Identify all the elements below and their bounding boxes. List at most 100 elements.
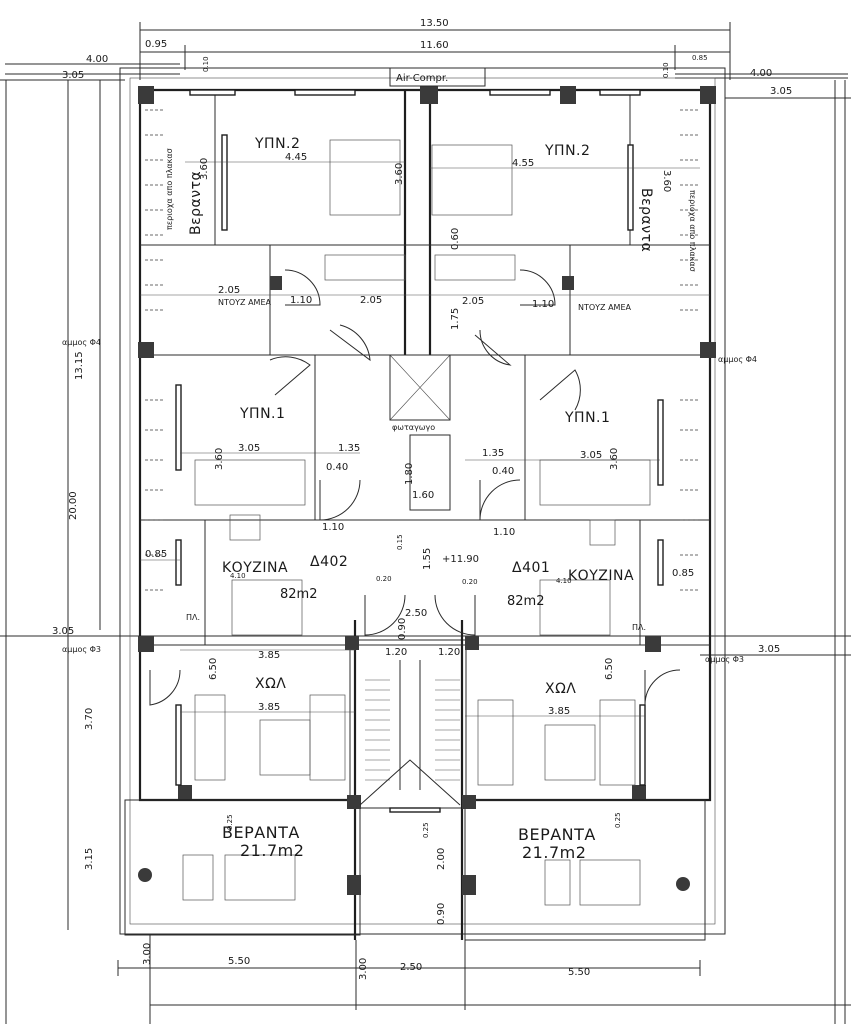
apt-left-code: Δ402 [310,554,348,570]
room-living-left: ΧΩΛ [255,676,286,692]
room-bed2-left: ΥΠΝ.2 [254,136,300,152]
dim-right-edge: 3.05 [770,86,792,97]
dim-small-d-left: 0.20 [376,575,392,583]
dim-bath-mid-left: 2.05 [360,295,382,306]
dim-core-h: 1.75 [450,308,461,330]
dim-bottom-middle: 2.50 [400,962,422,973]
note-left-side: περιοχα απο πλακασ [165,148,174,230]
dim-right-offset: 0.85 [692,54,708,62]
dim-ver-b: 0.90 [436,903,447,925]
dim-liv-w-left-a: 3.85 [258,650,280,661]
dim-small-c-right: 0.10 [662,62,670,78]
dim-liv-h-left: 6.50 [208,658,219,680]
dim-door-right: 1.10 [532,299,554,310]
apt-right-code: Δ401 [512,560,550,576]
staircase [359,354,461,806]
dim-bottom-offset: 3.00 [142,943,153,965]
room-pl-right: ΠΛ. [632,623,646,632]
balcony-railings [145,109,700,591]
dim-bed2-h-left: 3.60 [199,158,210,180]
dim-bath-mid-right: 2.05 [462,296,484,307]
dim-bed2-w-right: 4.55 [512,158,534,169]
dim-kit-w-right: 4.10 [556,577,572,585]
note-right-side: περιοχα απο πλακασ [688,190,697,272]
dim-stair-b: 1.20 [438,647,460,658]
room-bed1-left: ΥΠΝ.1 [239,406,285,422]
room-kitchen-right: ΚΟΥΖΙΝΑ [568,568,634,584]
dim-landing-h: 1.55 [422,548,433,570]
room-pl-left: ΠΛ. [186,613,200,622]
structural-columns [138,86,716,895]
room-shower-left: ΝΤΟΥΖ ΑΜΕΑ [218,298,272,307]
apt-left-area: 82m2 [280,587,317,602]
veranda-right-area: 21.7m2 [522,843,586,862]
dim-left-offset: 0.95 [145,39,167,50]
building-outline [119,67,726,941]
dim-stair-a: 1.20 [385,647,407,658]
note-left-a: αμμος Φ4 [62,338,101,347]
dim-ver-h: 2.00 [436,848,447,870]
dim-right-b: 3.05 [758,644,780,655]
room-bed1-right: ΥΠΝ.1 [564,410,610,426]
dim-right-outer: 4.00 [750,68,772,79]
dim-bottom-left: 5.50 [228,956,250,967]
dim-door-w-left: 0.40 [326,462,348,473]
dim-corr-left: 1.35 [338,443,360,454]
door-swings [149,269,681,706]
outer-dimensions: 13.50 0.95 11.60 0.85 4.00 4.00 3.05 3.0… [0,18,851,1024]
dim-bottom-offset-mid: 3.00 [358,958,369,980]
dim-left-b: 3.05 [52,626,74,637]
compressor-box [389,67,486,87]
room-shaft: φωταγωγο [392,423,435,432]
dim-height-upper: 13.15 [74,351,85,380]
dim-bed1-h-right: 3.60 [609,448,620,470]
dim-small-c-left: 0.10 [202,56,210,72]
room-shower-right: ΝΤΟΥΖ ΑΜΕΑ [578,303,632,312]
dim-small-a-left: 0.25 [226,814,234,830]
dim-core-a: 0.60 [450,228,461,250]
dim-bed2-w-left: 4.45 [285,152,307,163]
dim-corr-right: 1.35 [482,448,504,459]
room-kitchen-left: ΚΟΥΖΙΝΑ [222,560,288,576]
dim-small-a-mid: 0.25 [422,822,430,838]
dim-landing: 2.50 [405,608,427,619]
dim-hall-depth: 3.70 [84,708,95,730]
room-living-right: ΧΩΛ [545,681,576,697]
dim-small-b: 0.15 [396,534,404,550]
air-compressor-label: Air-Compr. [396,73,448,84]
dim-win-right: 0.85 [672,568,694,579]
furniture [182,139,651,906]
dim-bed1-w-left: 3.05 [238,443,260,454]
dim-height-total: 20.00 [68,491,79,520]
dim-left-edge: 3.05 [62,70,84,81]
dim-land-b: 0.90 [397,618,408,640]
dim-win-left: 0.85 [145,549,167,560]
dim-liv-w-left-b: 3.85 [258,702,280,713]
dim-left-outer: 4.00 [86,54,108,65]
room-labels: ΥΠΝ.2 ΥΠΝ.2 Βεραντα Βεραντα ΝΤΟΥΖ ΑΜΕΑ Ν… [186,136,654,862]
dim-bed2-h-right: 3.60 [661,170,672,192]
note-right-a: αμμος Φ4 [718,355,757,364]
dim-veranda-depth: 3.15 [84,848,95,870]
dim-kit-door-right: 1.10 [493,527,515,538]
dim-bed1-w-right: 3.05 [580,450,602,461]
dim-small-a-right: 0.25 [614,812,622,828]
apt-right-area: 82m2 [507,594,544,609]
dim-mid-width: 11.60 [420,40,449,51]
veranda-left-area: 21.7m2 [240,841,304,860]
windows [175,89,664,813]
dim-door-w-right: 0.40 [492,466,514,477]
dim-bottom-right: 5.50 [568,967,590,978]
dim-door-left: 1.10 [290,295,312,306]
veranda-right-title: ΒΕΡΑΝΤΑ [518,825,596,844]
inner-dimensions: 4.45 4.55 3.60 3.60 3.60 0.60 2.05 2.05 … [140,56,710,925]
dim-overall-width: 13.50 [420,18,449,29]
dim-shaft-h: 1.80 [404,463,415,485]
room-veranda-small-left: Βεραντα [188,171,204,235]
room-bed2-right: ΥΠΝ.2 [544,143,590,159]
veranda-left-title: ΒΕΡΑΝΤΑ [222,823,300,842]
dim-small-d-right: 0.20 [462,578,478,586]
dim-bath-left: 2.05 [218,285,240,296]
dim-level: +11.90 [442,554,479,565]
